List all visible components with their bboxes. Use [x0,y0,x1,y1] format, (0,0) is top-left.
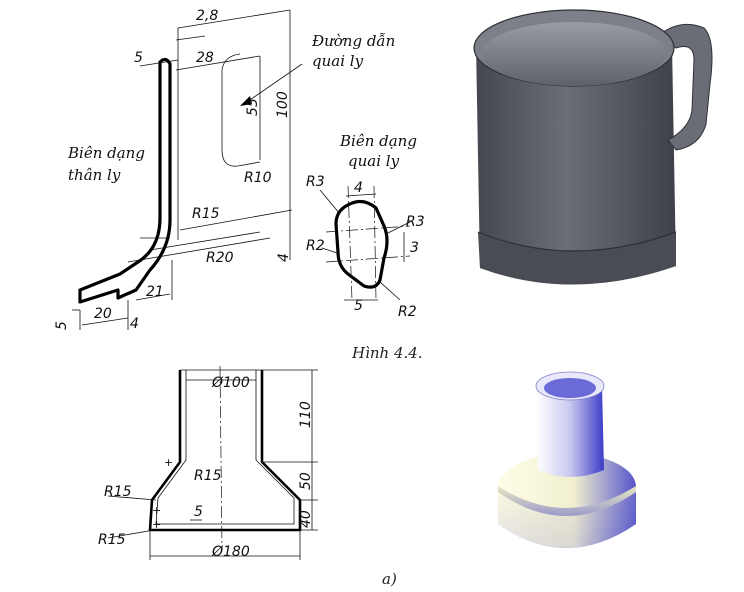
center-line [325,255,411,263]
handle-path-outline [221,53,241,71]
dim-r20: R20 [206,250,234,266]
center-line [347,185,353,301]
vase-inner-profile [155,370,295,525]
vase-opening [544,378,596,398]
mug-base-edge [477,231,677,252]
mug-body [476,44,676,285]
mug-inside [482,22,666,86]
dim-handle-r3-left: R3 [306,174,325,190]
dim-r15-shoulder: R15 [104,484,132,500]
dim-line [127,237,271,263]
arrow-head [240,96,252,106]
dim-line [345,193,377,197]
handle-profile-shape [334,199,389,289]
dim-line [135,293,171,301]
leader-line [319,189,341,215]
dim-handle-r2-left: R2 [306,238,325,254]
dim-r15-neck: R15 [194,468,222,484]
dim-line [177,9,291,29]
dim-20: 20 [94,306,112,322]
leader-line [107,529,155,539]
label-handle-path-line2: quai ly [312,52,364,70]
label-handle-profile: Biên dạng [339,132,417,150]
dim-line [149,231,261,251]
center-line [325,225,411,233]
mug-3d-render [473,9,713,285]
center-mark: + [164,456,173,469]
center-mark: + [152,504,161,517]
dim-r15-base: R15 [98,532,126,548]
center-mark: + [152,518,161,531]
vase-axis [219,365,223,551]
handle-profile-drawing: Biên dạng quai ly R3 4 R3 R2 3 5 R2 [306,132,425,320]
subfigure-caption: a) [382,570,397,588]
dim-r10: R10 [244,170,272,186]
dim-handle-r3-right: R3 [406,214,425,230]
leader-line [243,63,303,105]
label-handle-path: Đường dẫn [311,32,395,50]
leader-line [379,281,401,301]
dim-100: 100 [275,91,291,118]
label-body-profile-line2: thân ly [68,166,121,184]
dim-line [81,317,129,326]
vase-section-drawing: Ø100 110 R15 R15 R15 50 40 5 Ø180 + + + [98,365,318,560]
dim-5-wall: 5 [194,504,203,520]
dim-r15: R15 [192,206,220,222]
mug-profile-drawing: 2,8 5 28 55 100 R10 R15 R20 4 5 20 21 4 … [54,8,395,332]
dim-5-bottom: 5 [54,321,70,330]
vase-base [498,492,636,548]
vase-outer-profile [148,370,302,532]
dim-5: 5 [134,50,143,66]
dim-handle-3: 3 [410,240,419,256]
figure-caption: Hình 4.4. [351,344,423,362]
dim-40: 40 [298,510,314,528]
center-line [373,185,377,301]
vase-neck [536,386,604,477]
dim-handle-4: 4 [354,180,363,196]
label-handle-profile-line2: quai ly [348,152,400,170]
leader-line [107,495,157,501]
dim-handle-5: 5 [354,298,363,314]
vase-3d-render [498,371,636,548]
dim-line [179,209,293,231]
dim-handle-r2-right: R2 [398,304,417,320]
dim-d100: Ø100 [211,375,250,391]
handle-path-outline [221,70,261,167]
dim-21: 21 [146,284,164,300]
leader-line [321,247,341,255]
mug-body-profile [78,57,172,304]
dim-line [175,55,261,71]
dim-line [175,35,206,41]
mug-base-band [478,232,676,285]
dim-4-bottom: 4 [130,316,139,332]
dim-55: 55 [245,98,261,116]
dim-4-right: 4 [276,253,292,262]
dim-110: 110 [298,401,314,428]
dim-d180: Ø180 [211,544,250,560]
mug-handle [657,23,713,151]
dim-50: 50 [298,472,314,490]
dim-2-8: 2,8 [196,8,218,24]
dim-28: 28 [196,50,214,66]
label-body-profile: Biên dạng [67,144,145,162]
leader-line [385,221,411,235]
